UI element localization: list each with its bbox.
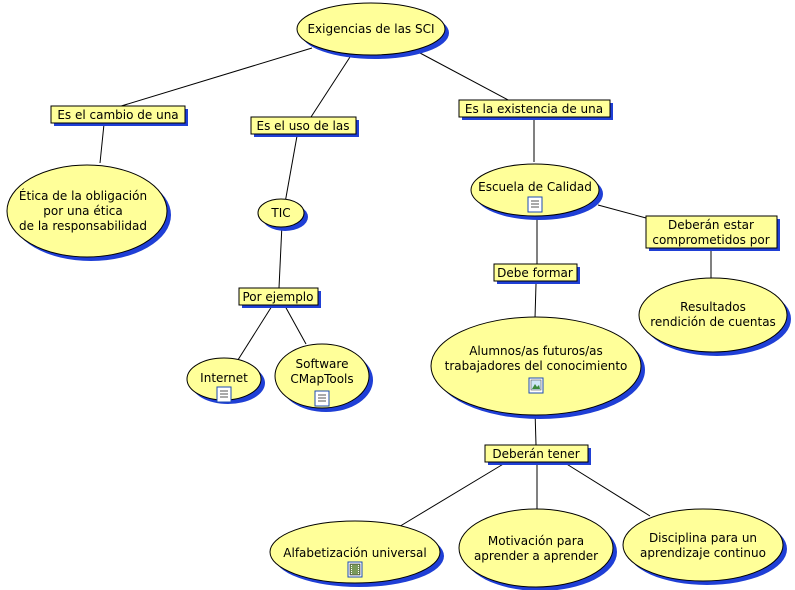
concept-etica-line3: de la responsabilidad — [19, 219, 147, 233]
document-icon[interactable] — [216, 386, 232, 403]
concept-software-line2: CMapTools — [290, 372, 353, 386]
link-phrase-comprometidos-line1: Deberán estar — [668, 218, 754, 232]
concept-resultados[interactable]: Resultados rendición de cuentas — [638, 277, 791, 356]
link-phrase-comprometidos[interactable]: Deberán estar comprometidos por — [645, 215, 780, 251]
concept-tic[interactable]: TIC — [257, 198, 308, 231]
concept-internet-label: Internet — [200, 371, 248, 385]
concept-alumnos-line1: Alumnos/as futuros/as — [469, 344, 603, 358]
link-phrase-comprometidos-line2: comprometidos por — [652, 233, 769, 247]
concept-etica-line2: por una ética — [43, 204, 122, 218]
link-phrase-ejemplo[interactable]: Por ejemplo — [238, 287, 321, 308]
concept-root-label: Exigencias de las SCI — [307, 22, 434, 36]
concept-alumnos-line2: trabajadores del conocimiento — [445, 359, 628, 373]
concept-motivacion-line1: Motivación para — [488, 534, 584, 548]
link-phrase-tener-label: Deberán tener — [492, 447, 579, 461]
concept-root[interactable]: Exigencias de las SCI — [296, 2, 449, 59]
concept-disciplina[interactable]: Disciplina para un aprendizaje continuo — [622, 508, 787, 585]
link-phrase-ejemplo-label: Por ejemplo — [243, 290, 314, 304]
concept-alfabetizacion[interactable]: Alfabetización universal — [269, 520, 444, 587]
concept-resultados-line1: Resultados — [680, 300, 746, 314]
concept-tic-label: TIC — [270, 206, 290, 220]
concept-etica-line1: Ética de la obligación — [19, 188, 147, 203]
concept-disciplina-line2: aprendizaje continuo — [640, 546, 766, 560]
document-icon[interactable] — [314, 390, 330, 407]
link-phrase-uso[interactable]: Es el uso de las — [250, 116, 359, 137]
concept-motivacion-line2: aprender a aprender — [474, 549, 598, 563]
link-phrase-formar-label: Debe formar — [497, 266, 573, 280]
concept-software-line1: Software — [296, 357, 349, 371]
concept-motivacion[interactable]: Motivación para aprender a aprender — [458, 508, 617, 590]
concept-etica[interactable]: Ética de la obligación por una ética de … — [6, 164, 171, 261]
image-icon[interactable] — [528, 377, 544, 394]
link-phrase-formar[interactable]: Debe formar — [493, 263, 580, 284]
link-phrase-cambio-label: Es el cambio de una — [57, 108, 178, 122]
concept-escuela[interactable]: Escuela de Calidad — [470, 163, 603, 220]
document-icon[interactable] — [527, 196, 543, 213]
concept-internet[interactable]: Internet — [186, 357, 265, 404]
concept-software[interactable]: Software CMapTools — [274, 343, 373, 412]
connector-lines — [99, 47, 712, 529]
link-phrase-cambio[interactable]: Es el cambio de una — [50, 105, 188, 126]
concept-escuela-label: Escuela de Calidad — [478, 180, 592, 194]
link-phrase-tener[interactable]: Deberán tener — [484, 444, 591, 465]
link-phrase-existencia[interactable]: Es la existencia de una — [458, 99, 613, 120]
concept-alumnos[interactable]: Alumnos/as futuros/as trabajadores del c… — [430, 316, 645, 419]
video-icon[interactable] — [347, 561, 363, 578]
concept-disciplina-line1: Disciplina para un — [649, 531, 757, 545]
link-phrase-existencia-label: Es la existencia de una — [465, 102, 603, 116]
concept-resultados-line2: rendición de cuentas — [650, 315, 776, 329]
concept-alfabetizacion-label: Alfabetización universal — [283, 546, 426, 560]
link-phrase-uso-label: Es el uso de las — [257, 119, 350, 133]
